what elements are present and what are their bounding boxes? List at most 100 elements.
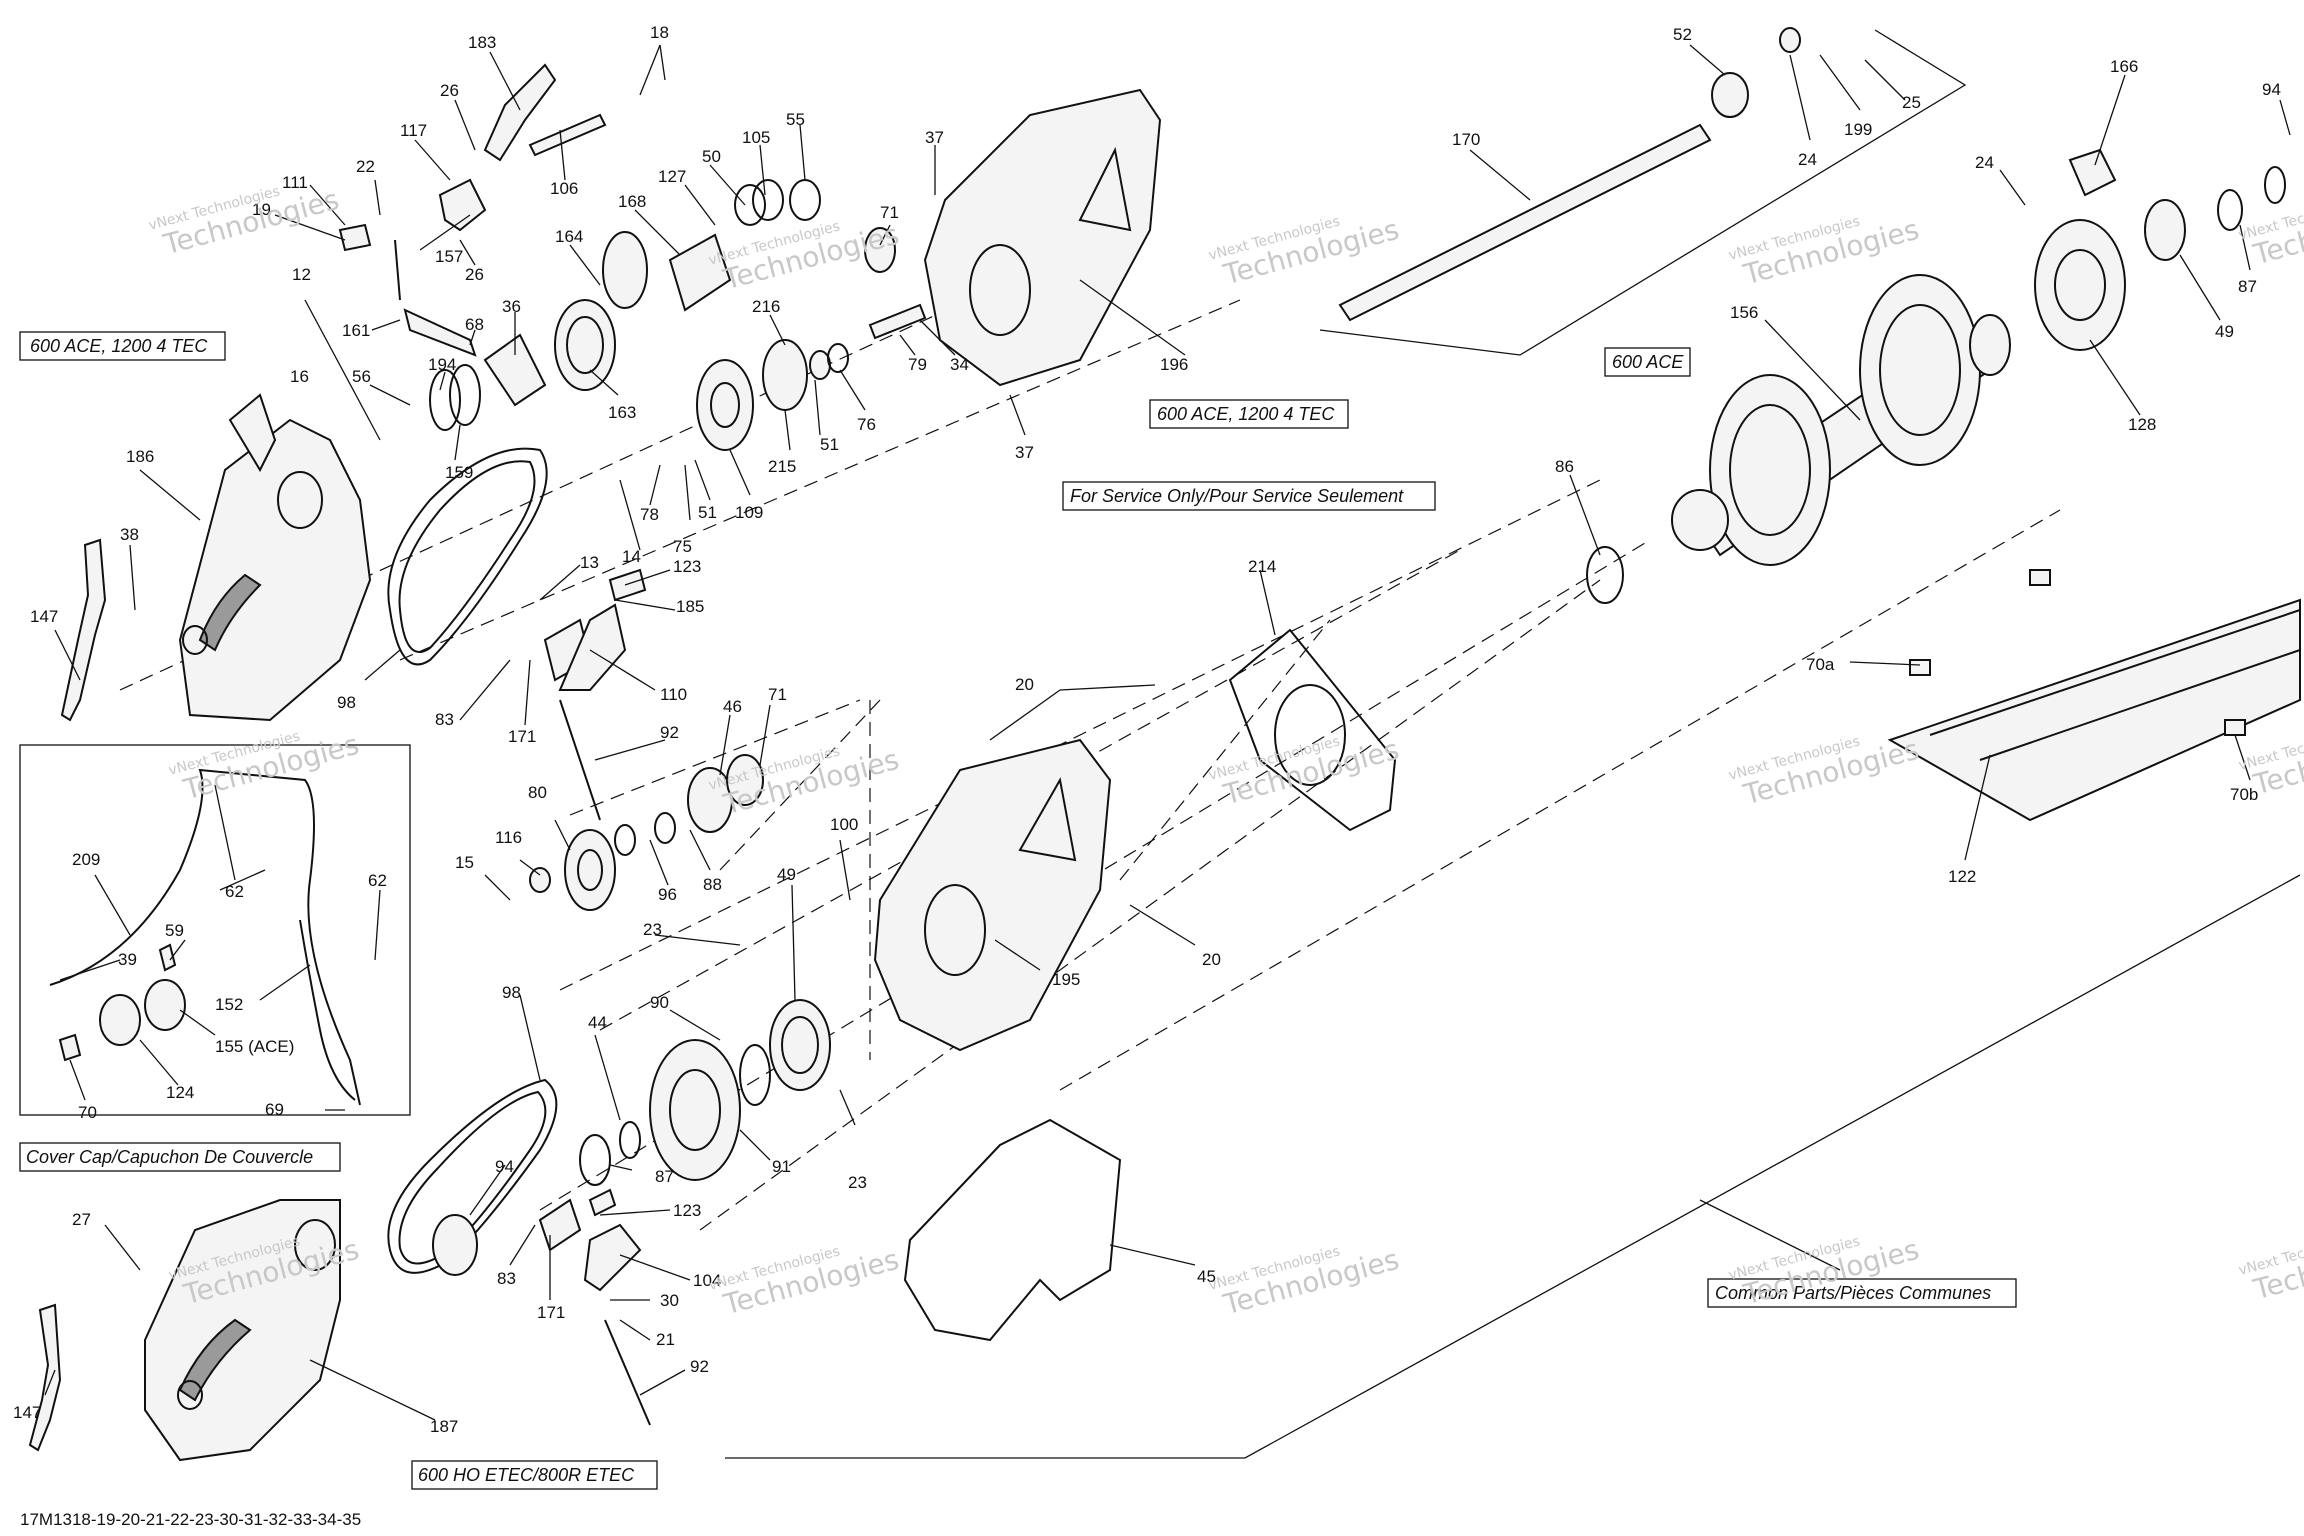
callout-91: 91 xyxy=(772,1157,791,1176)
callout-123: 123 xyxy=(673,1201,701,1220)
callout-111: 111 xyxy=(282,173,308,192)
callout-186: 186 xyxy=(126,447,154,466)
callout-71: 71 xyxy=(880,203,899,222)
callout-30: 30 xyxy=(660,1291,679,1310)
callout-83: 83 xyxy=(497,1269,516,1288)
callout-37: 37 xyxy=(925,128,944,147)
gasket-214 xyxy=(1228,628,1397,832)
diagram-code: 17M1318-19-20-21-22-23-30-31-32-33-34-35 xyxy=(20,1510,361,1529)
callout-195: 195 xyxy=(1052,970,1080,989)
bearing-49 xyxy=(769,999,831,1091)
callout-161: 161 xyxy=(342,321,370,340)
callout-16: 16 xyxy=(290,367,309,386)
ring-86 xyxy=(1586,546,1624,604)
callout-49: 49 xyxy=(2215,322,2234,341)
boxed-label-text: 600 ACE, 1200 4 TEC xyxy=(30,336,208,356)
callout-52: 52 xyxy=(1673,25,1692,44)
callout-62: 62 xyxy=(368,871,387,890)
callout-124: 124 xyxy=(166,1083,194,1102)
callout-104: 104 xyxy=(693,1271,721,1290)
gears-215-109 xyxy=(696,179,927,451)
callout-128: 156 xyxy=(1730,303,1758,322)
case-195 xyxy=(873,738,1112,1052)
callout-92: 92 xyxy=(690,1357,709,1376)
callout-98: 98 xyxy=(337,693,356,712)
callout-56: 56 xyxy=(352,367,371,386)
boxed-label-text: For Service Only/Pour Service Seulement xyxy=(1070,486,1404,506)
callout-163: 163 xyxy=(608,403,636,422)
callout-216: 216 xyxy=(752,297,780,316)
callout-18: 18 xyxy=(650,23,669,42)
callout-194: 194 xyxy=(428,355,456,374)
section-outline xyxy=(725,29,2301,1459)
callout-70b: 70b xyxy=(2230,785,2258,804)
callout-45: 45 xyxy=(1197,1267,1216,1286)
callout-87: 87 xyxy=(655,1167,674,1186)
boxed-label-text: Cover Cap/Capuchon De Couvercle xyxy=(26,1147,313,1167)
callout-37: 37 xyxy=(1015,443,1034,462)
callout-23: 23 xyxy=(848,1173,867,1192)
callout-49: 49 xyxy=(777,865,796,884)
cover-186 xyxy=(178,393,372,722)
callout-170: 170 xyxy=(1452,130,1480,149)
callout-24: 24 xyxy=(1798,150,1817,169)
chain-98-lower xyxy=(387,1078,558,1276)
callout-62: 62 xyxy=(225,882,244,901)
callout-214: 214 xyxy=(1248,557,1276,576)
callout-155: 155 (ACE) xyxy=(215,1037,294,1056)
callout-164: 164 xyxy=(555,227,583,246)
callout-94: 94 xyxy=(495,1157,514,1176)
callout-50: 50 xyxy=(702,147,721,166)
callout-196: 196 xyxy=(1160,355,1188,374)
callout-87: 87 xyxy=(2238,277,2257,296)
callout-96: 96 xyxy=(658,885,677,904)
seal-156 xyxy=(2034,148,2286,351)
callout-numbers: 183 18 26 117 106 111 22 19 26 157 12 16… xyxy=(13,23,2281,1436)
callout-106: 106 xyxy=(550,179,578,198)
callout-78: 78 xyxy=(640,505,659,524)
callout-70a: 70a xyxy=(1806,655,1835,674)
callout-100: 100 xyxy=(830,815,858,834)
callout-23: 23 xyxy=(643,920,662,939)
shift-linkage xyxy=(338,63,607,431)
callout-147: 147 xyxy=(30,607,58,626)
callout-209: 209 xyxy=(72,850,100,869)
callout-24: 24 xyxy=(1975,153,1994,172)
boxed-label-600ace-shaft: 600 ACE xyxy=(1604,347,1691,377)
callout-83: 83 xyxy=(435,710,454,729)
callout-152: 152 xyxy=(215,995,243,1014)
callout-27: 27 xyxy=(72,1210,91,1229)
callout-159: 159 xyxy=(445,463,473,482)
ring-87-lower xyxy=(579,1121,641,1186)
boxed-label-600ace-1200-left: 600 ACE, 1200 4 TEC xyxy=(19,331,226,361)
callout-116: 116 xyxy=(495,828,522,847)
boxed-label-ho-etec: 600 HO ETEC/800R ETEC xyxy=(411,1460,658,1490)
callout-38: 38 xyxy=(120,525,139,544)
callout-13: 13 xyxy=(580,553,599,572)
callout-20: 20 xyxy=(1202,950,1221,969)
callout-90: 90 xyxy=(650,993,669,1012)
boxed-label-text: 600 HO ETEC/800R ETEC xyxy=(418,1465,635,1485)
boxed-label-text: 600 ACE, 1200 4 TEC xyxy=(1157,404,1335,424)
callout-59: 59 xyxy=(165,921,184,940)
callout-70: 70 xyxy=(78,1103,97,1122)
callout-14: 14 xyxy=(622,547,641,566)
callout-157: 157 xyxy=(435,247,463,266)
callout-15: 15 xyxy=(455,853,474,872)
callout-76: 76 xyxy=(857,415,876,434)
leader-lines xyxy=(44,44,2291,1421)
callout-94: 94 xyxy=(2262,80,2281,99)
callout-117: 117 xyxy=(400,121,427,140)
callout-156: 128 xyxy=(2128,415,2156,434)
callout-21: 21 xyxy=(656,1330,675,1349)
gasket-45 xyxy=(903,1118,1122,1342)
callout-34: 34 xyxy=(950,355,969,374)
callout-71: 71 xyxy=(768,685,787,704)
callout-168: 168 xyxy=(618,192,646,211)
callout-36: 36 xyxy=(502,297,521,316)
callout-199: 199 xyxy=(1844,120,1872,139)
boxed-label-600ace-1200-cover: 600 ACE, 1200 4 TEC xyxy=(1149,399,1349,429)
callout-123: 123 xyxy=(673,557,701,576)
callout-19: 19 xyxy=(252,200,271,219)
